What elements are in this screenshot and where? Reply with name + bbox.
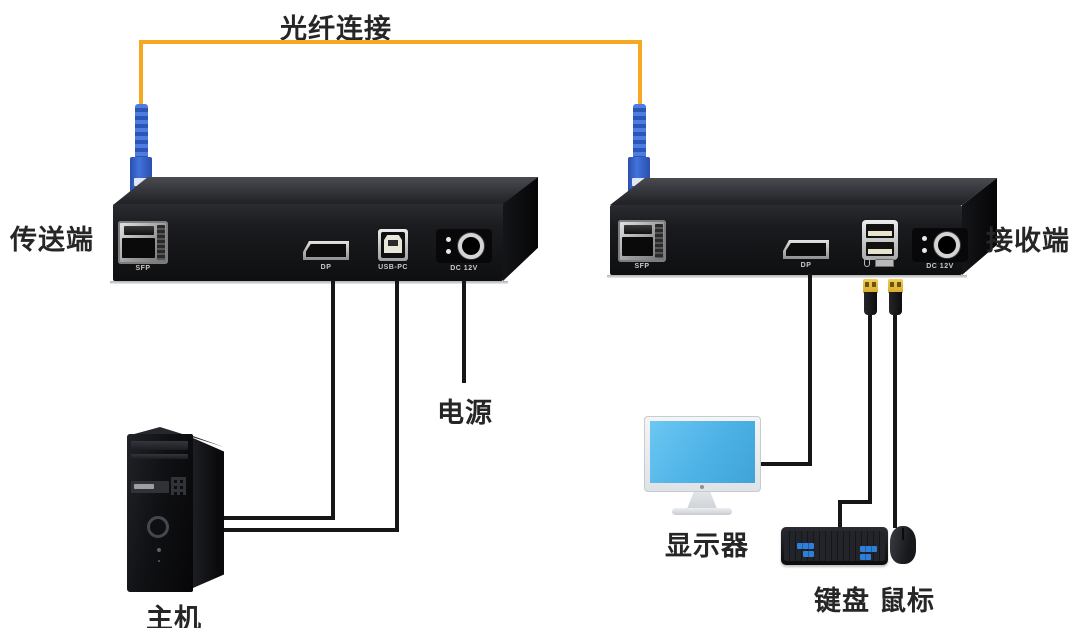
keyboard-blue-keys-right	[860, 546, 877, 552]
sfp-port-label: SFP	[634, 263, 650, 270]
displayport-port	[783, 240, 829, 259]
sfp-slot-top	[624, 225, 652, 234]
sfp-heatsink-fins	[655, 224, 663, 258]
device-top-face	[610, 178, 997, 205]
status-led	[922, 236, 927, 241]
usb-plug-slot	[890, 282, 894, 287]
displayport-opening	[306, 244, 346, 257]
usb-a-dual-port	[862, 220, 898, 260]
sc-connector-latch	[134, 178, 148, 186]
device-shadow	[607, 275, 967, 278]
dc-power-jack	[436, 229, 492, 263]
dp-port-label: DP	[320, 264, 332, 271]
mouse-button-divider	[902, 528, 904, 540]
keyboard-cable-horizontal	[838, 500, 872, 504]
displayport-opening	[786, 243, 826, 256]
sfp-port	[118, 221, 168, 264]
vent-grid	[171, 477, 186, 495]
sfp-port-label: SFP	[135, 265, 151, 272]
dc-jack-ring	[934, 232, 960, 258]
power-label: 电源	[437, 398, 493, 428]
sfp-slot-opening	[122, 238, 155, 258]
dc-port-label: DC 12V	[926, 263, 954, 270]
dp-port-label: DP	[800, 262, 812, 269]
transmitter-label: 传送端	[10, 225, 94, 255]
monitor-stand-neck	[687, 492, 717, 509]
dc-jack-ring	[458, 233, 484, 259]
brand-logo-ring	[147, 516, 169, 538]
device-front-panel	[610, 205, 962, 275]
mouse-label: 鼠标	[879, 586, 935, 616]
front-io-slot	[134, 484, 154, 489]
sfp-heatsink-fins	[157, 225, 165, 260]
keyboard-blue-keys-left	[803, 551, 814, 557]
receiver-label: 接收端	[986, 226, 1070, 256]
usb-plug-tip	[863, 279, 878, 293]
usb-plug-slot	[897, 282, 901, 287]
fiber-link-label: 光纤连接	[280, 14, 392, 44]
keyboard-blue-keys-right	[860, 554, 871, 560]
monitor-cable-horizontal	[758, 462, 812, 466]
usb-plug-body	[889, 292, 902, 315]
keyboard-cable-vertical	[868, 312, 872, 504]
usb-plug-slot	[872, 282, 876, 287]
sfp-port	[618, 220, 666, 262]
monitor-chin-logo	[700, 485, 704, 489]
sc-connector-latch	[632, 178, 646, 186]
fiber-cable-horizontal	[139, 40, 642, 44]
displayport-port	[303, 241, 349, 260]
dp-cable-horizontal	[222, 516, 335, 520]
usb-plug-tip	[888, 279, 903, 293]
dc-power-jack	[912, 228, 968, 262]
tower-side-panel	[193, 438, 224, 588]
keyboard-cable-drop	[838, 500, 842, 528]
fiber-cable-right-drop	[638, 40, 642, 108]
usb-a-tongue	[868, 231, 892, 236]
dc-port-label: DC 12V	[450, 265, 478, 272]
status-led	[446, 237, 451, 242]
monitor-label: 显示器	[665, 531, 749, 561]
sc-connector-boot	[135, 104, 148, 159]
usb-pc-port-label: USB-PC	[378, 264, 408, 271]
sfp-slot-top	[124, 226, 154, 235]
optical-drive-bay	[131, 441, 188, 450]
usb-a-tongue	[868, 249, 892, 254]
usb-plug-body	[864, 292, 877, 315]
usb-plug-slot	[865, 282, 869, 287]
host-label: 主机	[146, 604, 202, 628]
usb-cable-horizontal	[222, 528, 399, 532]
keyboard-icon	[875, 259, 894, 267]
mouse-cable-vertical	[893, 312, 897, 528]
usb-b-slot	[388, 240, 398, 246]
power-button	[157, 548, 161, 552]
device-top-face	[113, 177, 538, 205]
fiber-cable-left-drop	[139, 40, 143, 108]
mouse-icon	[864, 258, 870, 267]
power-cable	[462, 280, 466, 383]
tower-front-panel	[127, 434, 193, 592]
drive-bay	[131, 454, 188, 459]
monitor-stand-base	[672, 508, 732, 515]
keyboard-label: 键盘	[814, 586, 870, 616]
sc-connector-boot	[633, 104, 646, 159]
sfp-slot-opening	[622, 237, 653, 256]
dp-cable-vertical	[331, 280, 335, 520]
usb-b-port	[378, 229, 408, 261]
usb-cable-vertical	[395, 280, 399, 532]
monitor-screen	[650, 421, 755, 483]
led-dot	[158, 560, 160, 562]
device-shadow	[110, 281, 508, 284]
keyboard-blue-keys-left	[797, 543, 814, 549]
status-led	[922, 248, 927, 253]
status-led	[446, 249, 451, 254]
monitor-cable-vertical	[808, 273, 812, 466]
